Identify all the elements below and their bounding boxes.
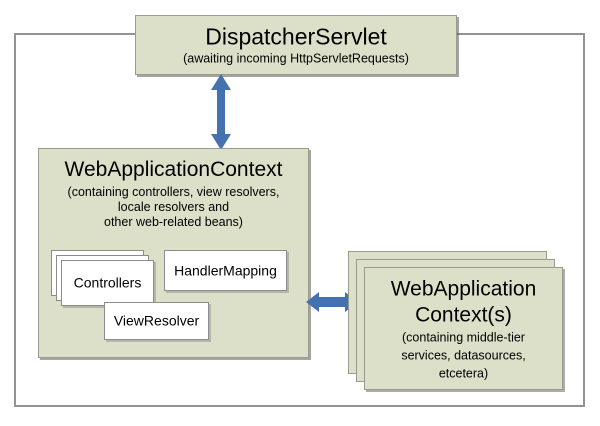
handler-mapping-content: HandlerMapping [165,262,286,279]
handler-mapping-box: HandlerMapping [164,250,287,291]
view-resolver-label: ViewResolver [113,312,200,329]
webapp-contexts-content: WebApplication Context(s) (containing mi… [365,276,562,381]
arrow-dispatcher-to-webappcontext-icon [211,74,231,150]
controllers-box: Controllers [61,260,154,306]
webapp-contexts-subtitle-line1: (containing middle-tier [402,330,525,344]
web-application-context-subtitle-line2: locale resolvers and [117,200,230,214]
view-resolver-box: ViewResolver [104,302,209,340]
handler-mapping-label: HandlerMapping [174,262,277,278]
view-resolver-content: ViewResolver [105,313,208,330]
dispatcher-servlet-box: DispatcherServlet (awaiting incoming Htt… [135,15,457,75]
controllers-stack: Controllers [51,250,156,308]
controllers-content: Controllers [62,275,153,292]
web-application-context-title: WebApplicationContext [64,158,283,181]
webapp-contexts-title-line2: Context(s) [415,303,512,326]
dispatcher-servlet-subtitle: (awaiting incoming HttpServletRequests) [183,51,409,66]
dispatcher-servlet-content: DispatcherServlet (awaiting incoming Htt… [136,24,456,67]
controllers-label: Controllers [73,274,142,291]
webapp-contexts-title-line1: WebApplication [390,277,537,300]
webapp-contexts-subtitle-line3: etcetera) [438,366,489,380]
web-application-context-subtitle-line1: (containing controllers, view resolvers, [67,185,280,199]
web-application-context-subtitle-line3: other web-related beans) [104,215,243,229]
webapp-contexts-box: WebApplication Context(s) (containing mi… [364,267,563,390]
arrow-webappcontext-to-contexts-icon [306,292,358,312]
dispatcher-servlet-title: DispatcherServlet [205,23,387,50]
webapp-contexts-subtitle-line2: services, datasources, [401,348,526,362]
webapp-contexts-stack: WebApplication Context(s) (containing mi… [348,251,564,391]
web-application-context-header: WebApplicationContext (containing contro… [39,157,308,230]
